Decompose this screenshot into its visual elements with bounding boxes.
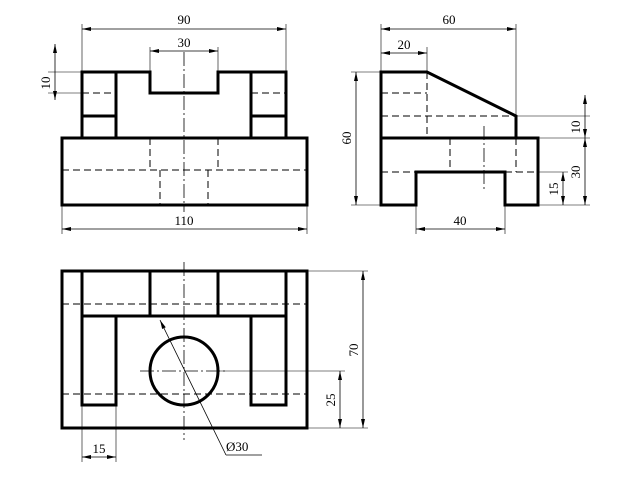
- dimension-arrowhead: [209, 49, 218, 53]
- dimension-arrowhead: [82, 455, 91, 459]
- top-view-outline: [60, 269, 309, 430]
- arrowheads: [53, 27, 587, 459]
- front-view: 90 30 10 110: [38, 12, 309, 234]
- side-view-outline: [379, 70, 540, 207]
- dimension-arrowhead: [338, 419, 342, 428]
- dimension-arrowhead: [361, 419, 365, 428]
- dimension-arrowhead: [496, 227, 505, 231]
- dimension-arrowhead: [53, 44, 57, 53]
- dimension-arrowhead: [338, 371, 342, 380]
- dim-front-slot-width: 30: [178, 35, 191, 50]
- dimension-arrowhead: [150, 49, 159, 53]
- dim-side-groove-width: 40: [454, 213, 467, 228]
- side-view: 60 20 60 10 30 15 40: [339, 12, 590, 234]
- dimension-arrowhead: [418, 51, 427, 55]
- dimension-arrowhead: [361, 271, 365, 280]
- dim-top-hole-diameter: Ø30: [226, 439, 248, 454]
- dimension-arrowhead: [53, 91, 57, 100]
- dimension-arrowhead: [354, 196, 358, 205]
- dim-side-width: 60: [443, 12, 456, 27]
- diameter-leader-line: [159, 319, 227, 456]
- dim-top-depth: 70: [346, 344, 361, 357]
- top-view: 70 25 15 Ø30: [60, 262, 368, 462]
- dimension-arrowhead: [561, 172, 565, 181]
- dimension-arrowhead: [381, 27, 390, 31]
- dimension-arrowhead: [583, 95, 587, 104]
- dimension-arrowhead: [354, 72, 358, 81]
- dim-side-base-height: 30: [568, 166, 583, 179]
- dim-front-rib-height: 10: [38, 77, 53, 90]
- dimension-arrowhead: [416, 227, 425, 231]
- top-inner-frame: [80, 269, 288, 407]
- dimension-arrowhead: [561, 196, 565, 205]
- dimension-arrowhead: [298, 227, 307, 231]
- dimension-arrowhead: [160, 320, 166, 329]
- dimension-arrowhead: [107, 455, 116, 459]
- dim-side-groove-height: 15: [546, 183, 561, 196]
- dim-front-width-top: 90: [178, 12, 191, 27]
- dim-side-slope-rise: 10: [568, 121, 583, 134]
- dimension-arrowhead: [82, 27, 91, 31]
- dimension-arrowhead: [583, 196, 587, 205]
- dimension-arrowhead: [583, 129, 587, 138]
- dimension-arrowhead: [583, 138, 587, 147]
- dimension-arrowhead: [62, 227, 71, 231]
- dimension-arrowhead: [507, 27, 516, 31]
- dim-front-base-width: 110: [174, 213, 193, 228]
- dim-side-step-width: 20: [398, 37, 411, 52]
- dim-top-leg-width: 15: [93, 441, 106, 456]
- dim-side-height: 60: [339, 132, 354, 145]
- dim-top-hole-offset: 25: [323, 394, 338, 407]
- dimension-arrowhead: [381, 51, 390, 55]
- dimension-arrowhead: [277, 27, 286, 31]
